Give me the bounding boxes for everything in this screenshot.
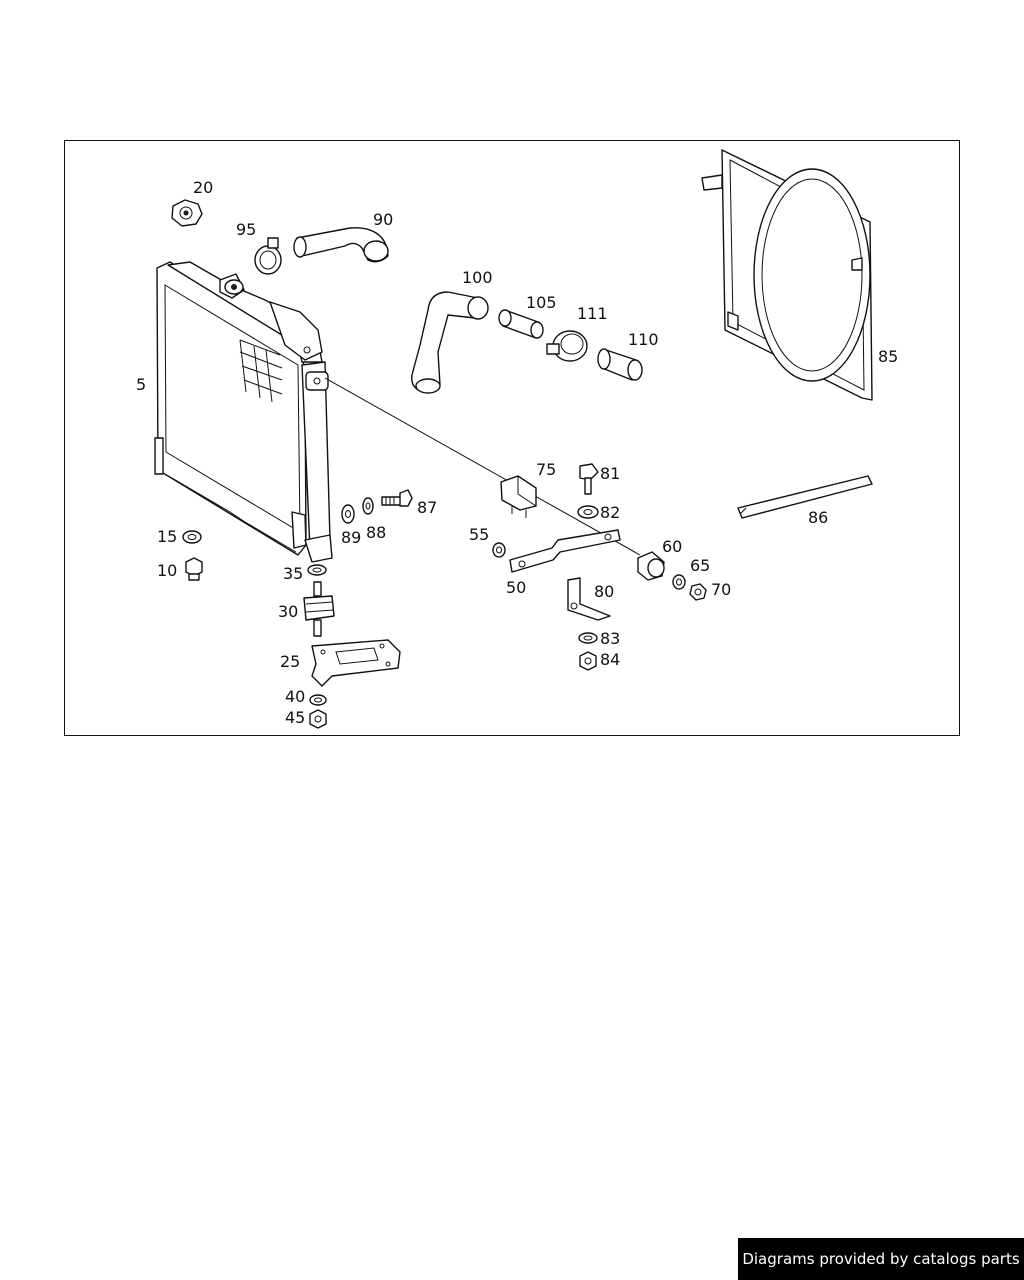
label-20: 20: [193, 178, 213, 197]
upper-hose: [293, 227, 389, 263]
label-10: 10: [157, 561, 177, 580]
label-55: 55: [469, 525, 489, 544]
washer-35: [307, 564, 327, 576]
label-65: 65: [690, 556, 710, 575]
rubber-mount-30: [303, 581, 335, 637]
label-40: 40: [285, 687, 305, 706]
label-80: 80: [594, 582, 614, 601]
label-110: 110: [628, 330, 659, 349]
label-60: 60: [662, 537, 682, 556]
label-85: 85: [878, 347, 898, 366]
label-105: 105: [526, 293, 557, 312]
label-35: 35: [283, 564, 303, 583]
label-100: 100: [462, 268, 493, 287]
sealing-strip: [737, 475, 873, 519]
drain-plug: [185, 557, 203, 581]
label-30: 30: [278, 602, 298, 621]
spring-washer-83: [578, 632, 598, 644]
label-86: 86: [808, 508, 828, 527]
mounting-plate: [311, 639, 401, 687]
label-25: 25: [280, 652, 300, 671]
label-75: 75: [536, 460, 556, 479]
radiator: [154, 261, 333, 563]
washer-89: [341, 504, 355, 524]
spring-washer-40: [309, 694, 327, 706]
seal-ring-15: [182, 530, 202, 544]
label-111: 111: [577, 304, 608, 323]
credit-badge: Diagrams provided by catalogs parts: [738, 1238, 1024, 1280]
rubber-sleeve: [597, 348, 643, 381]
label-90: 90: [373, 210, 393, 229]
nut-84: [579, 651, 597, 671]
label-82: 82: [600, 503, 620, 522]
label-89: 89: [341, 528, 361, 547]
radiator-cap: [171, 199, 203, 227]
label-95: 95: [236, 220, 256, 239]
hose-clamp-111: [546, 330, 588, 362]
label-15: 15: [157, 527, 177, 546]
nut-70: [689, 583, 707, 601]
bolt-81: [579, 463, 599, 495]
spring-washer-88: [362, 497, 374, 515]
label-70: 70: [711, 580, 731, 599]
hose-clamp-95: [254, 237, 282, 275]
label-83: 83: [600, 629, 620, 648]
label-87: 87: [417, 498, 437, 517]
lower-hose: [411, 291, 489, 394]
washer-82: [577, 505, 599, 519]
label-88: 88: [366, 523, 386, 542]
label-45: 45: [285, 708, 305, 727]
diagram-frame: [64, 140, 960, 736]
label-84: 84: [600, 650, 620, 669]
spring-washer-65: [672, 574, 686, 590]
nut-45: [309, 709, 327, 729]
bolt-87: [381, 489, 413, 507]
washer-55: [492, 542, 506, 558]
angle-bracket: [567, 577, 611, 621]
mounting-guide-line: [324, 377, 641, 556]
fan-shroud: [701, 149, 873, 401]
label-50: 50: [506, 578, 526, 597]
rubber-bracket: [500, 475, 537, 518]
label-5: 5: [136, 375, 146, 394]
support-strap: [509, 529, 621, 573]
label-81: 81: [600, 464, 620, 483]
connector-pipe: [498, 309, 544, 339]
rubber-mount-60: [637, 551, 665, 581]
